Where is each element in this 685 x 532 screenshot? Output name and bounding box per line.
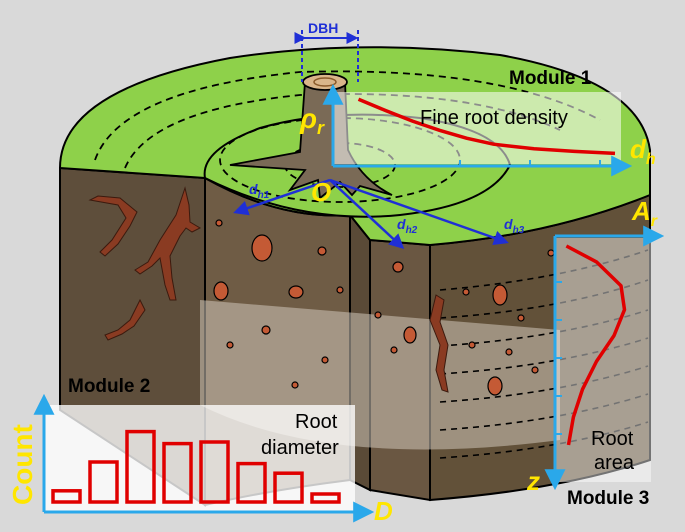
dbh-marker <box>294 30 359 82</box>
root-diameter-label-1: Root <box>295 411 338 433</box>
root-area-line <box>565 244 627 446</box>
root-sections <box>213 219 555 396</box>
histogram-bar <box>273 471 304 504</box>
z-axis-label: z <box>526 466 540 496</box>
root-diameter-label-2: diameter <box>261 437 339 459</box>
fine-root-density-curve <box>357 97 616 156</box>
z-ticks <box>555 281 562 435</box>
d-axis-label: D <box>374 496 393 526</box>
rho-label: ρr <box>299 103 325 138</box>
histogram-bar <box>51 489 82 504</box>
histogram-bar <box>162 441 193 504</box>
roots <box>88 186 449 393</box>
stump-top <box>302 73 348 91</box>
histogram-bar <box>88 460 119 504</box>
dh-ticks <box>459 160 601 166</box>
soil-layers <box>439 249 649 459</box>
fine-root-density-line <box>357 97 616 156</box>
root-area-label-2: area <box>594 452 635 474</box>
histogram-bar <box>236 461 267 504</box>
dbh-label: DBH <box>308 20 338 36</box>
count-axis-label: Count <box>7 424 38 505</box>
module3-label: Module 3 <box>567 488 649 509</box>
histogram-bar <box>310 492 341 504</box>
root-area-label-1: Root <box>591 428 634 450</box>
root-area-curve <box>565 244 627 446</box>
origin-label: O <box>311 177 331 207</box>
module1-label: Module 1 <box>509 68 592 89</box>
dh3-label: dh3 <box>504 216 525 236</box>
root-diameter-histogram <box>51 429 341 504</box>
dh2-label: dh2 <box>397 216 418 236</box>
ar-axis-label: Ar <box>631 196 658 230</box>
module3-panel <box>555 238 651 482</box>
dh1-label: dh1 <box>249 181 270 201</box>
dh-axis-label: dh <box>630 134 656 168</box>
radius-arrows <box>233 178 509 250</box>
histogram-bar <box>125 429 156 504</box>
module2-label: Module 2 <box>68 376 150 397</box>
fine-root-density-label: Fine root density <box>420 107 568 129</box>
histogram-bar <box>199 440 230 504</box>
